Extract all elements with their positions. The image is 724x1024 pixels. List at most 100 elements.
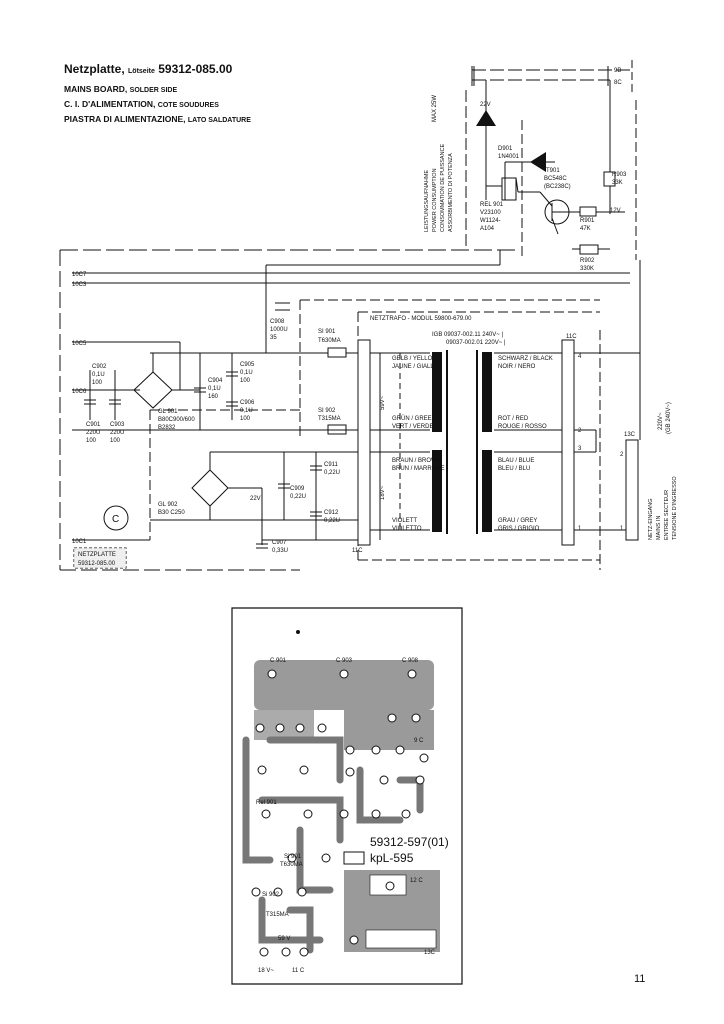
t901-label: T901 <box>546 168 560 174</box>
c902-value1: 0,1U <box>92 372 105 378</box>
node-10c7: 10C7 <box>72 272 87 278</box>
title-de: Netzplatte, <box>64 62 125 76</box>
pcb-n9c: 9 C <box>414 738 424 744</box>
power-note-fr: CONSOMMATION DE PUISSANCE <box>440 143 446 232</box>
node-10c5: 10C5 <box>72 341 87 347</box>
wire-blue-2: BLEU / BLU <box>498 466 530 472</box>
power-note-it: ASSORBIMENTO DI POTENZA <box>448 153 454 232</box>
pcb-layout: C 901 C 903 C 908 Rel 901 9 C 59312-597(… <box>231 607 463 985</box>
r901-value: 47K <box>580 226 591 232</box>
wire-grey-2: GRIS / GRIGIO <box>498 526 540 532</box>
c911-label: C911 <box>324 462 339 468</box>
c906-label: C906 <box>240 400 255 406</box>
gl902-value: B30 C250 <box>158 510 185 516</box>
rel901-v1: V23100 <box>480 210 501 216</box>
r902-label: R902 <box>580 258 595 264</box>
title-fr: C. I. D'ALIMENTATION, <box>64 99 156 109</box>
c908-label: C908 <box>270 319 285 325</box>
wire-grey-1: GRAU / GREY <box>498 518 537 524</box>
wire-black-1: SCHWARZ / BLACK <box>498 356 553 362</box>
title-line-en: MAINS BOARD, SOLDER SIDE <box>64 84 177 94</box>
d901-label: D901 <box>498 146 513 152</box>
c905-value2: 100 <box>240 378 251 384</box>
title-line-de: Netzplatte, Lötseite 59312-085.00 <box>64 62 232 76</box>
c909-label: C909 <box>290 486 305 492</box>
c907-label: C907 <box>272 540 287 546</box>
pin-1: 1 <box>578 526 582 532</box>
c904-value1: 0,1U <box>208 386 221 392</box>
pcb-rel: Rel 901 <box>256 800 277 806</box>
title-fr-sub: COTE SOUDURES <box>157 102 219 109</box>
mains-voltage-gb: (GB 240V~) <box>666 402 672 434</box>
c908-value2: 35 <box>270 335 277 341</box>
c912-value: 0,22U <box>324 518 340 524</box>
mains-in-en: MAINS IN <box>656 516 662 540</box>
t901-value1: BC548C <box>544 176 567 182</box>
pcb-v59: 59 V <box>278 936 290 942</box>
c912-label: C912 <box>324 510 339 516</box>
c905-value1: 0,1U <box>240 370 253 376</box>
title-line-fr: C. I. D'ALIMENTATION, COTE SOUDURES <box>64 99 219 109</box>
circle-c: C <box>112 514 119 525</box>
wire-blue-1: BLAU / BLUE <box>498 458 534 464</box>
pcb-n13c: 13C <box>424 950 436 956</box>
pcb-part-no: 59312-597(01) <box>370 835 449 849</box>
si901-label: SI 901 <box>318 329 336 335</box>
power-note: LEISTUNGSAUFNAHME POWER CONSUMPTION CONS… <box>424 143 454 232</box>
v22-label: 22V <box>480 102 491 108</box>
power-note-de: LEISTUNGSAUFNAHME <box>424 170 430 232</box>
r901-label: R901 <box>580 218 595 224</box>
wire-green-2: VERT / VERDE <box>392 424 433 430</box>
gl902-label: GL 902 <box>158 502 178 508</box>
c901-value1: 220U <box>86 430 100 436</box>
r903-value: 33K <box>612 180 623 186</box>
title-en: MAINS BOARD, <box>64 84 128 94</box>
wire-yellow-1: GELB / YELLOW <box>392 356 438 362</box>
pcb-si901: Si 901 <box>284 854 302 860</box>
gl901-value1: B80C900/600 <box>158 417 195 423</box>
pcb-n11c: 11 C <box>292 968 305 974</box>
v22-gl902: 22V <box>250 496 261 502</box>
title-it: PIASTRA DI ALIMENTAZIONE, <box>64 114 186 124</box>
pcb-si902-val: T315MA <box>266 912 289 918</box>
rel901-v2: W1124- <box>480 218 501 224</box>
title-de-sub: Lötseite <box>128 68 155 75</box>
wire-violet-2: VIOLETTO <box>392 526 422 532</box>
c903-value1: 220U <box>110 430 124 436</box>
node-11c-top: 11C <box>566 334 577 340</box>
board-number: 59312-085.00 <box>158 62 233 76</box>
wire-brown-2: BRUN / MARRONE <box>392 466 445 472</box>
c905-label: C905 <box>240 362 255 368</box>
pcb-si902: Si 902 <box>262 892 280 898</box>
mains-in-de: NETZ-EINGANG <box>648 498 654 540</box>
wire-yellow-2: JAUNE / GIALLO <box>392 364 439 370</box>
board-tag-1: NETZPLATTE <box>78 552 116 558</box>
c904-label: C904 <box>208 378 223 384</box>
si902-label: SI 902 <box>318 408 336 414</box>
si901-value: T630MA <box>318 338 341 344</box>
pin-13c-1: 1 <box>620 526 624 532</box>
c902-value2: 100 <box>92 380 103 386</box>
pin-13c-2: 2 <box>620 452 624 458</box>
wire-brown-1: BRAUN / BROWN <box>392 458 441 464</box>
wire-red-1: ROT / RED <box>498 416 529 422</box>
c903-value2: 100 <box>110 438 121 444</box>
node-10c6: 10C6 <box>72 389 87 395</box>
si902-value: T315MA <box>318 416 341 422</box>
gl901-label: GL 901 <box>158 409 178 415</box>
igb-240: IGB 09037-002.11 240V~ | <box>432 332 503 338</box>
c904-value2: 160 <box>208 394 219 400</box>
c906-value2: 100 <box>240 416 251 422</box>
page-number: 11 <box>634 973 646 985</box>
pcb-c908: C 908 <box>402 658 419 664</box>
circuit-schematic: 9B 8C 22V 12V MAX 25W LEISTUNGSAUFNAHME … <box>59 60 678 571</box>
d901-value: 1N4001 <box>498 154 520 160</box>
pin-3: 3 <box>578 446 582 452</box>
power-max: MAX 25W <box>432 95 438 122</box>
c903-label: C903 <box>110 422 125 428</box>
rel901-v3: A104 <box>480 226 495 232</box>
t901-value2: (BC238C) <box>544 184 571 190</box>
pcb-c901: C 901 <box>270 658 287 664</box>
wire-green-1: GRÜN / GREEN <box>392 415 436 422</box>
c901-value2: 100 <box>86 438 97 444</box>
